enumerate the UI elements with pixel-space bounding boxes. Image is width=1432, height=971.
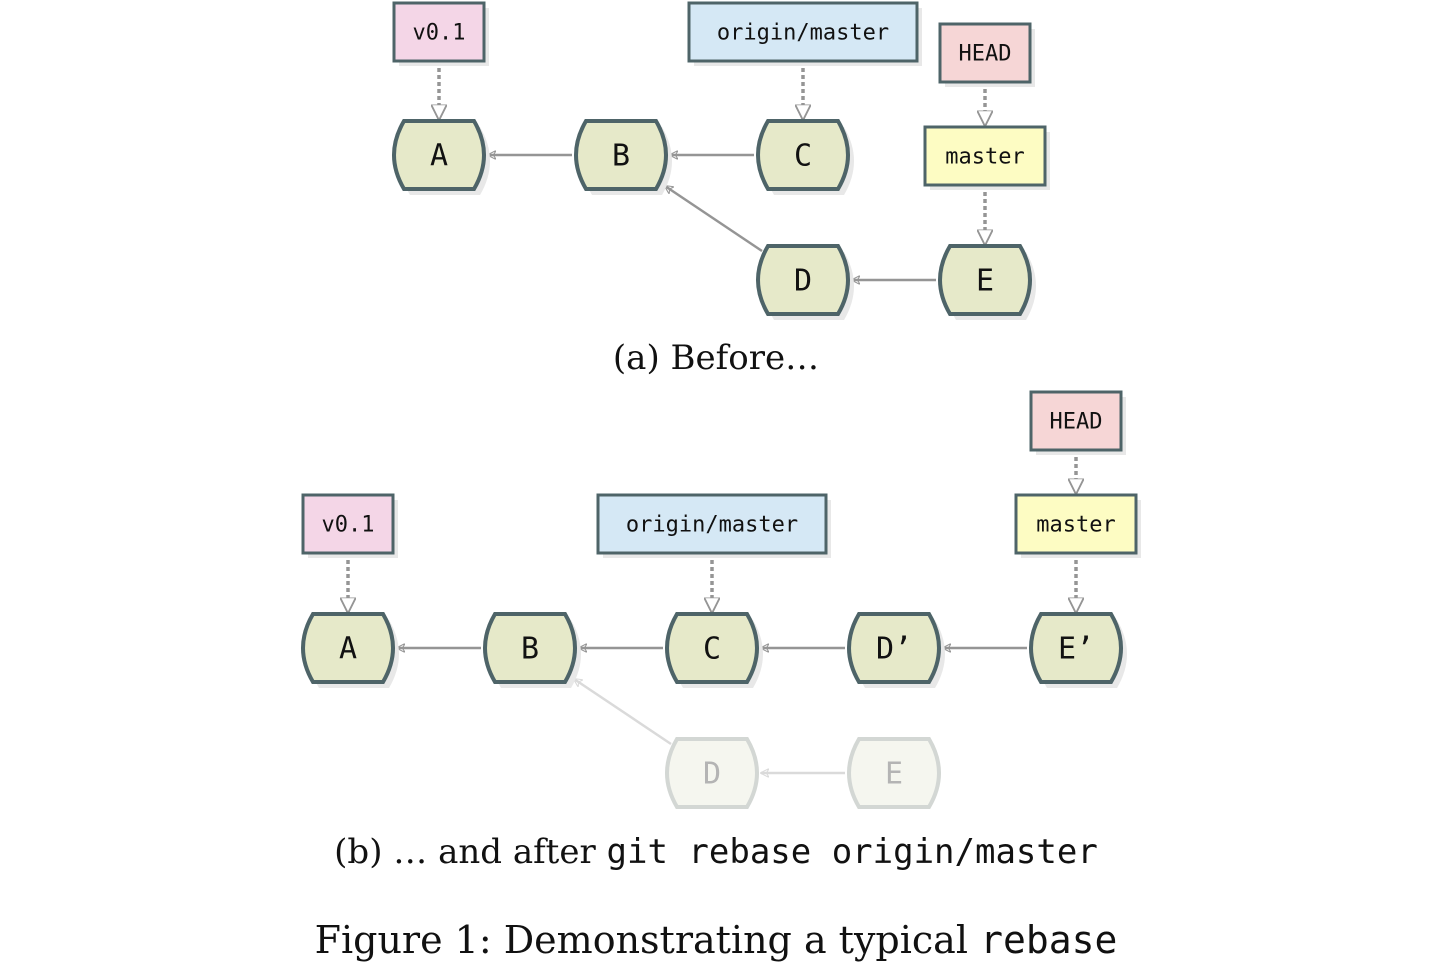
ref-box	[687, 1, 919, 63]
commit-shape	[756, 119, 850, 191]
caption-a: (a) Before…	[0, 338, 1432, 378]
commit-label: D	[794, 264, 812, 299]
commit-label: C	[794, 139, 812, 174]
ref-label: HEAD	[1050, 410, 1103, 435]
commit-shape	[847, 737, 941, 809]
ref-label: origin/master	[626, 513, 798, 538]
commit-a-a: A	[392, 119, 490, 195]
ref-b-v01: v0.1	[301, 493, 398, 558]
commit-a-b: B	[574, 119, 672, 195]
ref-label: v0.1	[322, 513, 375, 538]
ref-a-master: master	[923, 125, 1050, 190]
commit-label: A	[430, 139, 448, 174]
commit-b-dold: D	[665, 737, 759, 809]
figure-caption-command: rebase	[980, 918, 1118, 962]
commit-a-c: C	[756, 119, 854, 195]
ref-label: origin/master	[717, 21, 889, 46]
edge-a-d-to-b	[665, 186, 763, 253]
commit-label: B	[521, 632, 539, 667]
ref-box	[596, 493, 828, 555]
commit-label: D	[703, 757, 721, 792]
commit-b-b: B	[483, 612, 581, 688]
commit-label: A	[339, 632, 357, 667]
ref-label: HEAD	[959, 42, 1012, 67]
commit-label: D’	[876, 632, 912, 667]
ref-a-v01: v0.1	[392, 1, 489, 66]
commit-b-d2: D’	[847, 612, 945, 688]
ref-b-head: HEAD	[1029, 390, 1126, 455]
ref-a-origin: origin/master	[687, 1, 922, 66]
commit-label: E	[885, 757, 903, 792]
ref-label: master	[945, 145, 1024, 170]
commit-shape	[665, 612, 759, 684]
commit-shape	[756, 244, 850, 316]
edge-b-dold-to-b	[574, 679, 672, 746]
figure-caption-prefix: Figure 1: Demonstrating a typical	[314, 918, 968, 962]
commit-b-e2: E’	[1029, 612, 1127, 688]
commit-label: E’	[1058, 632, 1094, 667]
commit-shape	[483, 612, 577, 684]
ref-box	[1014, 493, 1138, 555]
commit-shape	[301, 612, 395, 684]
ref-box	[923, 125, 1047, 187]
ref-box	[938, 22, 1032, 84]
ref-b-origin: origin/master	[596, 493, 831, 558]
ref-a-head: HEAD	[938, 22, 1035, 87]
commit-b-a: A	[301, 612, 399, 688]
commit-b-eold: E	[847, 737, 941, 809]
ref-box	[301, 493, 395, 555]
figure-caption: Figure 1: Demonstrating a typical rebase	[0, 918, 1432, 962]
caption-b: (b) … and after git rebase origin/master	[0, 832, 1432, 872]
caption-a-text: (a) Before…	[612, 338, 820, 378]
ref-label: master	[1036, 513, 1115, 538]
commit-label: C	[703, 632, 721, 667]
commit-shape	[392, 119, 486, 191]
commit-shape	[574, 119, 668, 191]
commit-b-c: C	[665, 612, 763, 688]
commit-shape	[847, 612, 941, 684]
commit-shape	[938, 244, 1032, 316]
caption-b-prefix: (b) … and after	[334, 832, 596, 872]
commit-shape	[665, 737, 759, 809]
ref-box	[1029, 390, 1123, 452]
commit-a-d: D	[756, 244, 854, 320]
commit-label: B	[612, 139, 630, 174]
caption-b-command: git rebase origin/master	[606, 832, 1098, 872]
ref-box	[392, 1, 486, 63]
ref-b-master: master	[1014, 493, 1141, 558]
commit-a-e: E	[938, 244, 1036, 320]
ref-label: v0.1	[413, 21, 466, 46]
commit-shape	[1029, 612, 1123, 684]
commit-label: E	[976, 264, 994, 299]
